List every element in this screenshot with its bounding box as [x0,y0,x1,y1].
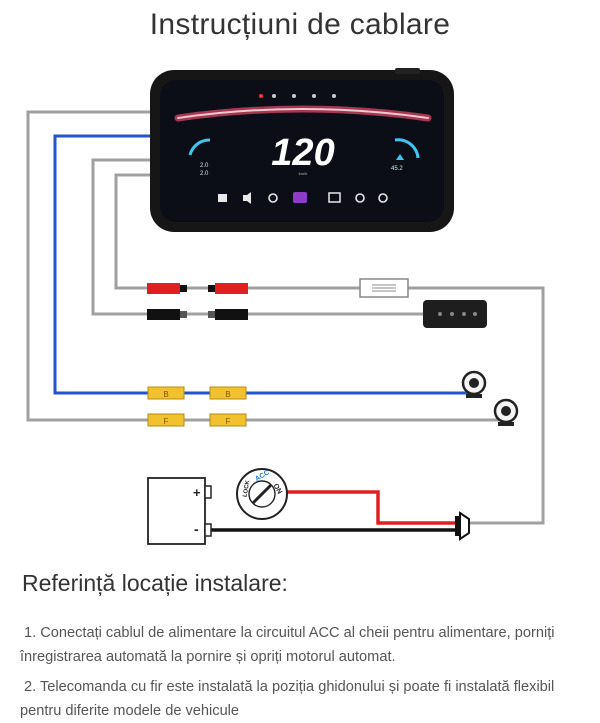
battery-minus: - [194,521,199,537]
speed-unit: km/h [299,171,308,176]
fuse-icon [359,278,409,298]
screen-icon-file [218,194,227,202]
b-connector-pair: B B [147,386,247,400]
ignition-plug-icon [455,511,470,541]
screen-icon-camera [293,192,307,203]
install-step-2-line-a: 2. Telecomanda cu fir este instalată la … [24,679,555,695]
install-heading: Referință locație instalare: [22,570,288,596]
screen-icon-settings-b [378,193,388,203]
install-step-2-line-b: pentru diferite modele de vehicule [20,703,240,719]
screen-icon-play [328,192,341,203]
ignition-switch-icon: ACC ON LOCK [236,468,288,520]
blue-wire-camera-1 [53,134,470,395]
install-step-2: 2. Telecomanda cu fir este instalată la … [20,675,600,723]
install-step-1: 1. Conectați cablul de alimentare la cir… [20,621,600,669]
install-step-1-line-a: 1. Conectați cablul de alimentare la cir… [24,625,555,641]
left-gauge-line-2: 2.0 [200,171,209,177]
black-connector-pair [147,309,248,320]
battery-icon: + - [147,477,212,545]
speed-readout: 120 [271,132,334,174]
screen-icon-brightness [268,193,278,203]
f-label-right: F [226,417,231,426]
dashcam-monitor: 2.0 2.0 45.2 120 km/h [150,68,454,232]
page-title: Instrucțiuni de cablare [149,8,451,41]
grey-wire-remote [91,158,428,316]
wired-remote-icon [423,300,487,328]
b-label-left: B [163,390,168,399]
left-gauge-line-1: 2.0 [200,163,209,169]
b-label-right: B [225,390,230,399]
red-connector-pair [147,283,248,294]
camera-icon-1 [461,370,487,398]
right-gauge-value: 45.2 [391,166,403,172]
f-connector-pair: F F [147,413,247,427]
red-wire-ignition [287,490,455,525]
switch-lock-label: LOCK [243,479,252,497]
f-label-left: F [164,417,169,426]
screen-icon-settings-a [355,193,365,203]
grey-wire-camera-2 [26,110,505,422]
switch-on-label: ON [272,483,283,496]
screen-icon-volume [243,192,251,204]
camera-icon-2 [493,398,519,426]
install-step-1-line-b: înregistrarea automată la pornire și opr… [20,649,396,665]
battery-plus: + [193,485,201,500]
